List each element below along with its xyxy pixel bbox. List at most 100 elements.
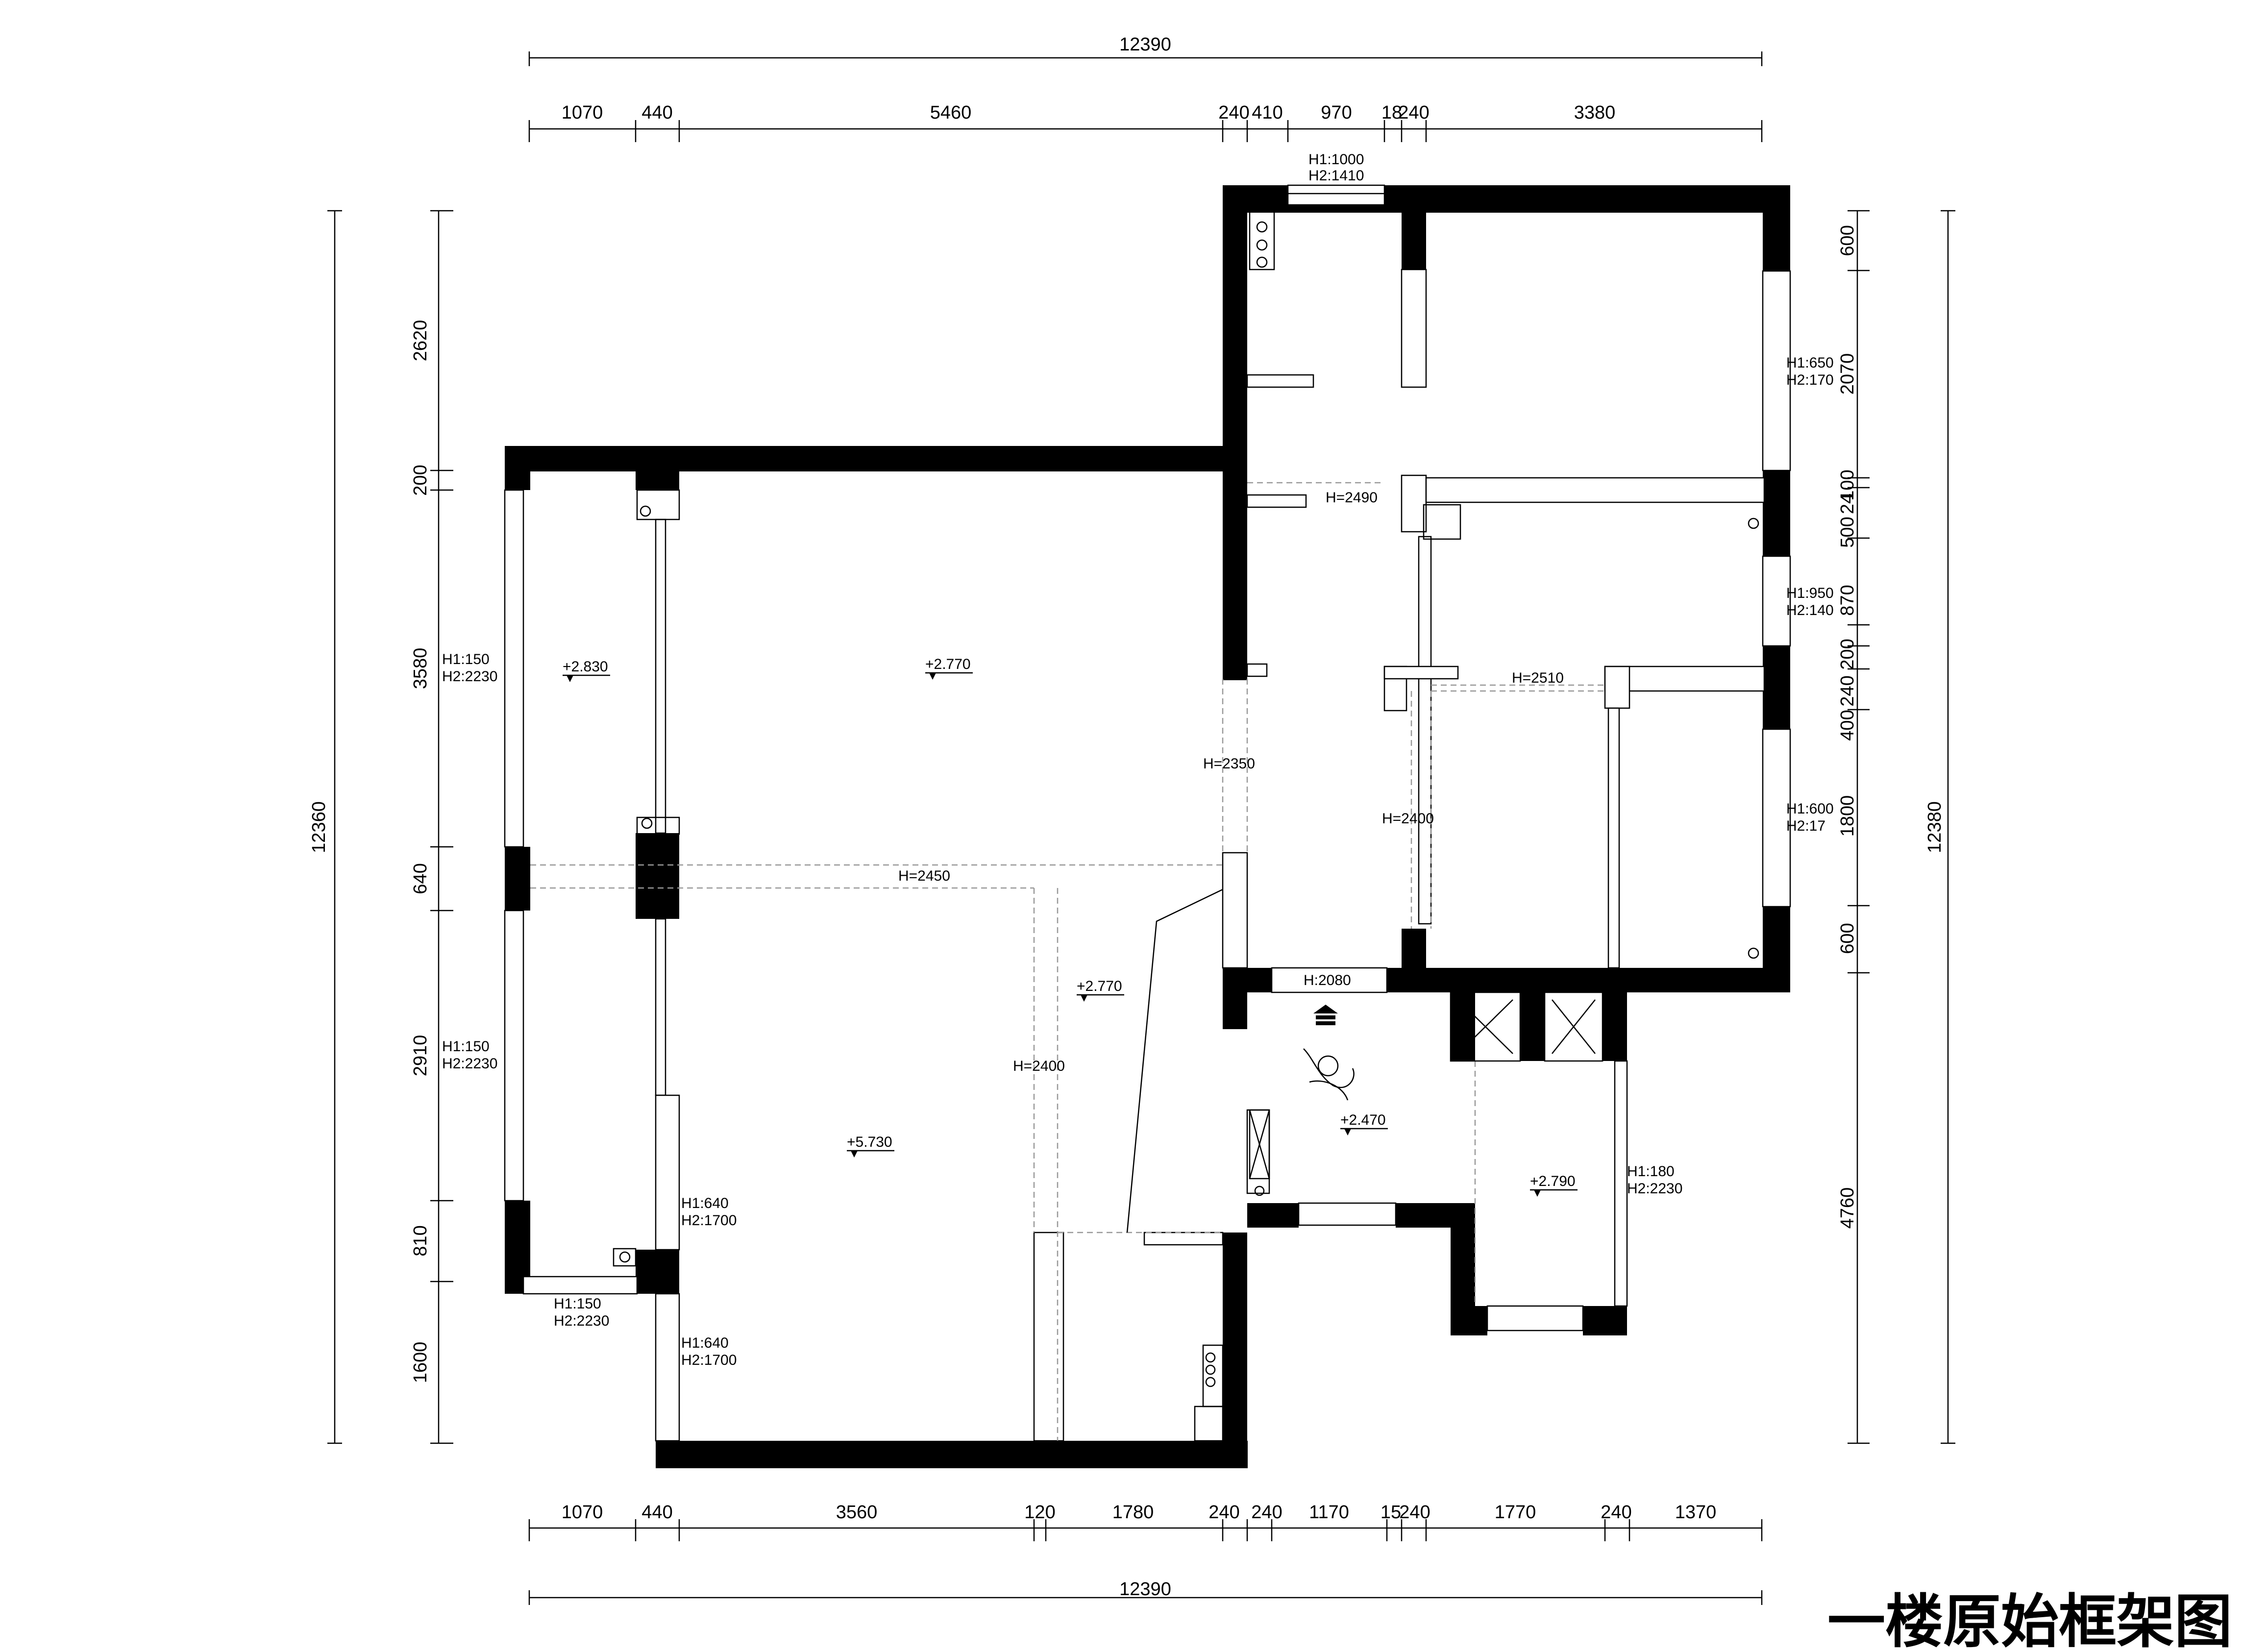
level-mark: +2.790 (1530, 1173, 1578, 1197)
window-note: H1:600 (1786, 801, 1834, 817)
window-note: H1:1000 (1308, 151, 1364, 168)
window-note: H1:650 (1786, 355, 1834, 371)
window-note: H2:1700 (681, 1212, 737, 1229)
dim-right-seg: 1800 (1837, 795, 1858, 837)
dim-left-seg: 640 (410, 863, 431, 894)
entry-arrow-icon (1313, 1005, 1338, 1025)
svg-text:+5.730: +5.730 (847, 1134, 892, 1150)
svg-text:+2.770: +2.770 (1077, 978, 1122, 994)
dim-right-seg: 600 (1837, 923, 1858, 954)
dim-bottom-seg: 240 (1399, 1502, 1430, 1523)
dim-top-seg: 1070 (562, 102, 603, 123)
stove-burner-icon (1256, 221, 1268, 233)
dim-bottom-seg: 240 (1601, 1502, 1631, 1523)
dim-top-seg: 18 (1381, 102, 1402, 123)
dimension-labels: 12390 1070 440 5460 240 410 970 18 240 3… (309, 34, 1945, 1600)
walls (505, 185, 1790, 1468)
dimension-lines (327, 51, 1955, 1605)
dim-bottom-seg: 120 (1024, 1502, 1055, 1523)
dim-right-seg: 100 (1837, 469, 1858, 500)
beam-height-label: H=2350 (1203, 756, 1255, 772)
window-note: H1:150 (554, 1296, 601, 1312)
beam-height-labels: H=2490 H=2510 H=2350 H=2400 H=2450 H=240… (898, 490, 1564, 1074)
dim-bottom-seg: 240 (1208, 1502, 1239, 1523)
dim-left-seg: 2620 (410, 320, 431, 362)
dim-right-seg: 200 (1837, 639, 1858, 669)
dim-bottom-seg: 1770 (1495, 1502, 1536, 1523)
window-note: H1:180 (1627, 1163, 1675, 1180)
person-icon (1303, 1048, 1355, 1101)
beam-height-label: H=2490 (1326, 490, 1378, 506)
window-note: H2:2230 (554, 1313, 609, 1329)
level-mark: +5.730 (847, 1134, 894, 1158)
dim-top-seg: 410 (1252, 102, 1282, 123)
window-note: H2:1700 (681, 1352, 737, 1368)
stair-outline (1126, 888, 1223, 1233)
window-notes: H1:1000 H2:1410 H1:150 H2:2230 H1:150 H2… (442, 151, 1834, 1368)
window-note: H2:17 (1786, 818, 1825, 834)
dim-right-seg: 870 (1837, 585, 1858, 616)
dim-left-seg: 200 (410, 465, 431, 495)
drain-icon (1205, 1352, 1216, 1363)
window-note: H1:640 (681, 1195, 729, 1211)
dim-bottom-seg: 440 (641, 1502, 672, 1523)
beam-height-label: H=2450 (898, 868, 950, 884)
window-note: H2:170 (1786, 372, 1834, 388)
level-mark: +2.470 (1340, 1112, 1388, 1135)
beam-lines (530, 482, 1605, 1441)
dim-bottom-seg: 1070 (562, 1502, 603, 1523)
dim-bottom-total: 12390 (1119, 1579, 1171, 1600)
thin-walls (504, 184, 1791, 1442)
dim-left-total: 12360 (309, 801, 329, 853)
beam-height-label: H=2400 (1013, 1058, 1065, 1074)
dim-top-seg: 3380 (1574, 102, 1616, 123)
svg-text:+2.770: +2.770 (925, 656, 971, 672)
svg-text:+2.830: +2.830 (563, 659, 608, 675)
stove-burner-icon (1256, 239, 1268, 251)
drain-icon (1748, 518, 1759, 529)
dim-bottom-seg: 3560 (836, 1502, 878, 1523)
window-note: H2:1410 (1308, 168, 1364, 184)
dim-left-seg: 1600 (410, 1342, 431, 1383)
dim-top-seg: 440 (641, 102, 672, 123)
window-note: H1:640 (681, 1335, 729, 1351)
beam-height-label: H:2080 (1304, 972, 1351, 988)
dim-bottom-seg: 1170 (1309, 1502, 1349, 1523)
dim-left-seg: 810 (410, 1225, 431, 1256)
window-note: H2:2230 (1627, 1181, 1682, 1197)
dim-right-seg: 4760 (1837, 1187, 1858, 1229)
dim-top-seg: 240 (1218, 102, 1249, 123)
dim-left-seg: 2910 (410, 1035, 431, 1077)
dim-right-seg: 2070 (1837, 353, 1858, 395)
dim-right-seg: 400 (1837, 710, 1858, 740)
dim-bottom-seg: 1370 (1675, 1502, 1717, 1523)
dim-top-seg: 240 (1398, 102, 1429, 123)
dim-left-seg: 3580 (410, 648, 431, 690)
dim-bottom-seg: 1780 (1112, 1502, 1154, 1523)
window-note: H2:2230 (442, 1056, 497, 1072)
level-mark: +2.830 (563, 659, 610, 682)
svg-text:+2.470: +2.470 (1340, 1112, 1386, 1128)
dim-right-seg: 500 (1837, 517, 1858, 547)
drain-icon (640, 505, 651, 517)
window-note: H2:2230 (442, 668, 497, 685)
drain-icon (1748, 947, 1759, 959)
drawing-title: 一楼原始框架图 (1827, 1588, 2232, 1652)
level-mark: +2.770 (925, 656, 973, 680)
dim-top-seg: 970 (1321, 102, 1352, 123)
drain-icon (1205, 1364, 1216, 1375)
fixtures (613, 210, 1759, 1442)
drain-icon (619, 1251, 631, 1263)
window-note: H1:950 (1786, 585, 1834, 601)
beam-height-label: H=2510 (1512, 670, 1564, 686)
dim-top-total: 12390 (1119, 34, 1171, 55)
window-note: H1:150 (442, 1038, 490, 1055)
dim-right-seg: 24 (1837, 493, 1858, 514)
dim-right-seg: 240 (1837, 675, 1858, 706)
window-note: H1:150 (442, 651, 490, 667)
dim-top-seg: 5460 (930, 102, 972, 123)
dim-right-total: 12380 (1924, 801, 1945, 853)
stove-burner-icon (1256, 256, 1268, 268)
drain-icon (1205, 1377, 1216, 1387)
